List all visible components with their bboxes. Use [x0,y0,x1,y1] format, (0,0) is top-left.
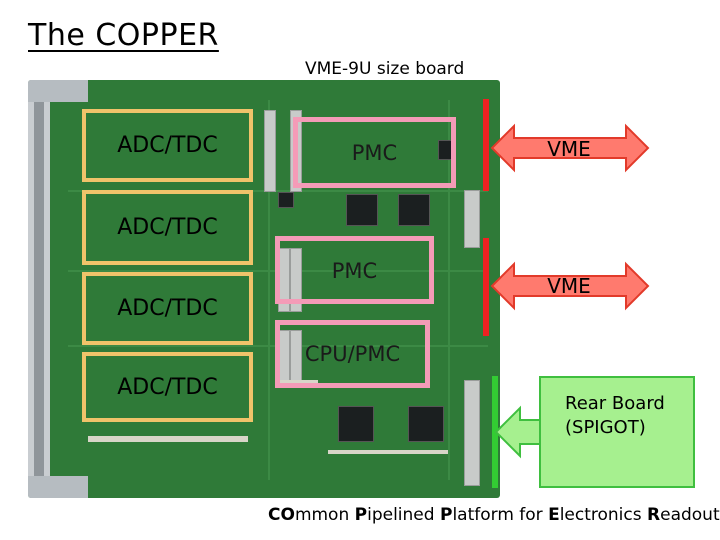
rear-arrow [494,405,544,459]
adc-tdc-label: ADC/TDC [117,296,218,321]
component-strip [88,436,248,442]
copper-acronym-expansion: COmmon Pipelined Platform for Electronic… [268,505,720,525]
acronym-text: mmon [294,505,355,525]
vme-label-2: VME [547,274,591,298]
vme-connector-marker [483,99,489,191]
acronym-letter: R [647,505,661,525]
adc-tdc-block-2: ADC/TDC [82,190,253,265]
pmc-slot-1: PMC [293,117,456,188]
adc-tdc-block-1: ADC/TDC [82,109,253,182]
adc-tdc-label: ADC/TDC [117,133,218,158]
rear-connector [464,380,480,486]
adc-tdc-block-4: ADC/TDC [82,352,253,422]
page-title: The COPPER [28,18,219,53]
top-latch [28,80,88,102]
vme-backplane-connector [464,190,480,248]
acronym-letter: CO [268,505,295,525]
pmc-label: PMC [331,259,378,283]
board-trace [68,190,488,192]
board-front-handle [34,98,44,480]
vme-arrow-1 [490,123,650,173]
double-arrow-icon [490,123,650,173]
pmc-connector [264,110,276,192]
acronym-letter: P [439,505,453,525]
adc-tdc-block-3: ADC/TDC [82,272,253,345]
fpga-chip [338,406,374,442]
component-strip [328,450,448,454]
acronym-text: latform for [452,505,549,525]
spigot-label: (SPIGOT) [565,417,646,439]
small-chip [278,192,294,208]
rear-board-label: Rear Board [565,393,665,414]
acronym-text: lectronics [559,505,648,525]
bottom-latch [28,476,88,498]
pmc-label: PMC [351,140,398,165]
adc-tdc-label: ADC/TDC [117,374,218,400]
pmc-connector [290,248,302,312]
pmc-slot-2: PMC [275,236,434,304]
acronym-text: eadout [660,505,720,525]
fpga-chip [398,194,430,226]
vme-connector-marker [483,238,489,336]
board-size-label: VME-9U size board [305,59,465,79]
acronym-letter: E [548,505,560,525]
left-arrow-icon [494,405,544,459]
fpga-chip [346,194,378,226]
board-trace [268,100,270,480]
acronym-letter: P [354,505,368,525]
rear-board-spigot: Rear Board (SPIGOT) [539,376,695,488]
cpu-pmc-slot: CPU/PMC [275,320,430,388]
adc-tdc-label: ADC/TDC [117,215,218,240]
fpga-chip [408,406,444,442]
cpu-pmc-label: CPU/PMC [304,342,401,366]
acronym-text: ipelined [367,505,440,525]
vme-arrow-2 [490,261,650,311]
double-arrow-icon [490,261,650,311]
board-trace [448,100,450,480]
vme-label-1: VME [547,137,591,161]
